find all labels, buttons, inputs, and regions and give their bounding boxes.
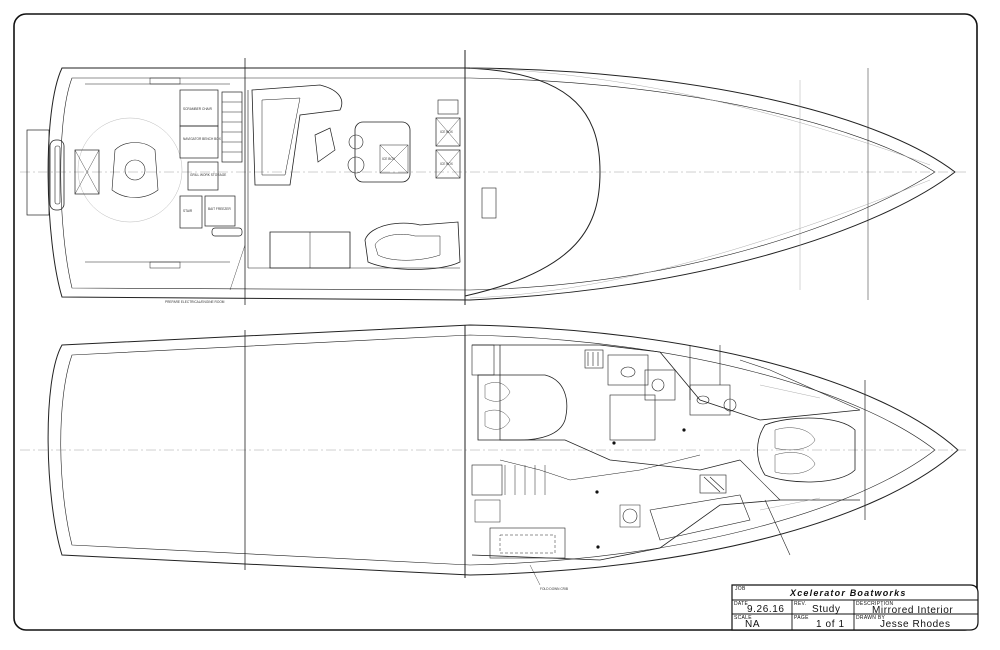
- deck-label-7: ICE BOX: [440, 162, 454, 166]
- deck-label-8: ICE BOX: [382, 157, 396, 161]
- deck-label-3: GRILL WORK STORAGE: [190, 173, 226, 177]
- description-value: Mirrored Interior: [872, 605, 953, 616]
- interior-dots: [595, 428, 686, 549]
- date-label: DATE: [734, 601, 749, 607]
- page-label: PAGE: [794, 615, 809, 621]
- drawn-by-label: DRAWN BY: [856, 615, 886, 621]
- description-label: DESCRIPTION: [856, 601, 894, 607]
- interior-plan: [20, 324, 968, 586]
- swim-platform: [26, 129, 50, 216]
- salon-settee: [251, 84, 343, 186]
- interior-label-1: FOLD DOWN CRIB: [540, 587, 568, 591]
- deck-hull-inner: [60, 77, 936, 291]
- deck-cabin-top: [464, 67, 601, 297]
- scale-label: SCALE: [734, 615, 752, 621]
- deck-plan: [20, 50, 968, 305]
- fighting-chair-circle: [77, 117, 183, 223]
- rev-label: REV.: [794, 601, 806, 607]
- title-block: JOB Xcelerator Boatworks DATE 9.26.16 RE…: [731, 584, 979, 631]
- date-value: 9.26.16: [747, 604, 785, 615]
- job-label: JOB: [735, 586, 746, 592]
- aft-berth: [477, 374, 568, 441]
- rev-value: Study: [812, 604, 841, 615]
- deck-label-1: SCRAMBER CHAIR: [183, 107, 213, 111]
- interior-hull-outline: [47, 324, 959, 576]
- deck-label-4: STAIR: [183, 209, 193, 213]
- page-value: 1 of 1: [816, 619, 845, 630]
- deck-label-5: BAIT FREEZER: [208, 207, 231, 211]
- company-name: Xcelerator Boatworks: [789, 588, 907, 598]
- forward-vberth: [757, 417, 856, 483]
- deck-labels: SCRAMBER CHAIR NAVIGATOR BENCH BOX GRILL…: [165, 107, 454, 304]
- deck-label-6: ICE BOX: [440, 130, 454, 134]
- scale-value: NA: [745, 619, 760, 630]
- deck-label-2: NAVIGATOR BENCH BOX: [183, 137, 222, 141]
- galley-counter: [364, 221, 461, 270]
- drawn-by-value: Jesse Rhodes: [880, 619, 951, 630]
- deck-label-9: PREPARE ELECTRICAL/ENGINE ROOM: [165, 300, 225, 304]
- deck-hull-outline: [47, 67, 956, 301]
- title-block-frame: [731, 584, 979, 631]
- sheet-border: [13, 13, 978, 631]
